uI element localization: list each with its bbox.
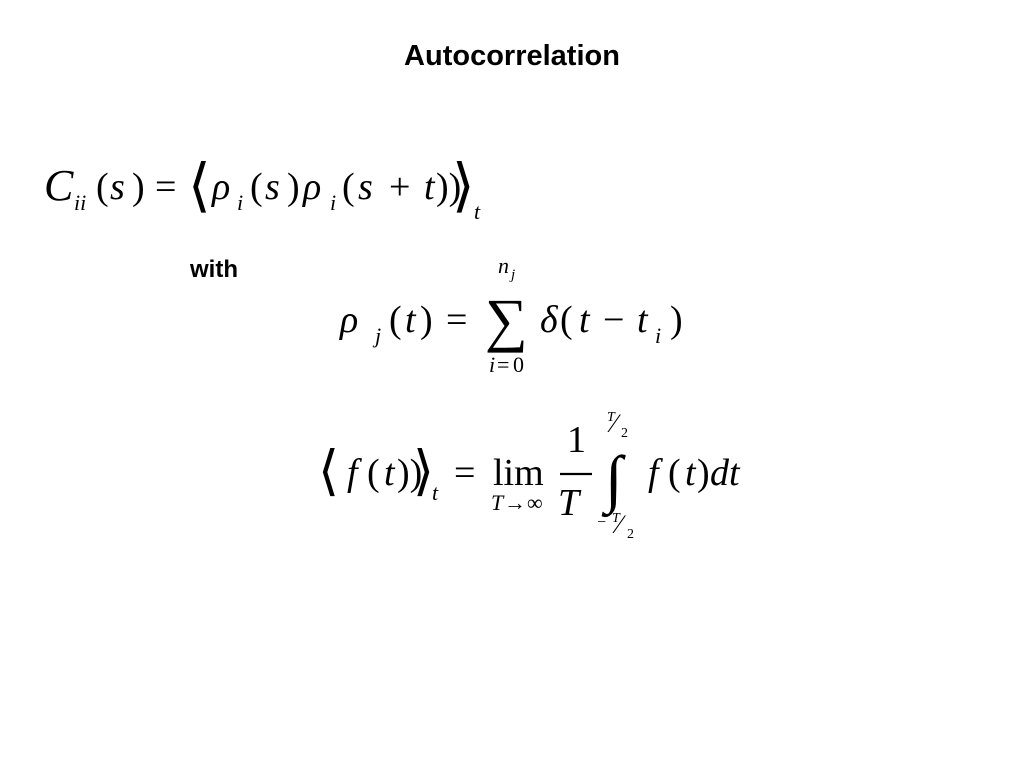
lim-subscript-arrow: →	[504, 490, 526, 515]
lower-limit-T: T	[612, 511, 621, 526]
lim-operator: lim	[493, 452, 544, 494]
left-angle-bracket-1: ⟨	[188, 153, 211, 218]
ti-subscript: i	[655, 323, 661, 348]
sum-lower-zero: 0	[513, 352, 524, 377]
c-symbol: C	[44, 161, 74, 210]
equals-sign-1: =	[155, 166, 176, 208]
rho-2: ρ	[302, 166, 321, 208]
lhs-close-paren: )	[132, 166, 145, 208]
delta-close-paren: )	[670, 299, 683, 341]
average-subscript-t-3: t	[432, 480, 439, 505]
sum-lower-equals: =	[497, 352, 509, 377]
equals-sign-2: =	[446, 299, 467, 341]
sum-upper-n: n	[498, 253, 509, 278]
f-arg-t: t	[384, 452, 396, 494]
autocorrelation-equation: C ii ( s ) = ⟨ ρ i ( s ) ρ i ( s + t )) …	[44, 153, 481, 224]
average-subscript-t: t	[474, 199, 481, 224]
upper-limit-T: T	[607, 410, 616, 425]
equals-sign-3: =	[454, 452, 475, 494]
integrand-f: f	[648, 452, 663, 494]
arg2-var-t: t	[424, 166, 436, 208]
spike-train-equation: ρ j ( t ) = ∑ n j i = 0 δ ( t − t i )	[339, 253, 683, 377]
rho-1: ρ	[211, 166, 230, 208]
minus-sign: −	[603, 299, 624, 341]
lower-limit-2: 2	[627, 527, 634, 542]
plus-sign: +	[389, 166, 410, 208]
delta-open-paren: (	[560, 299, 573, 341]
sum-upper-n-subscript: j	[509, 267, 515, 283]
c-subscript: ii	[74, 190, 86, 215]
f-symbol: f	[347, 452, 362, 494]
rho-open-paren: (	[389, 299, 402, 341]
delta-arg-t: t	[579, 299, 591, 341]
integrand-dt: dt	[710, 452, 741, 494]
left-angle-bracket-3: ⟨	[318, 441, 339, 501]
arg1-close-paren: )	[287, 166, 300, 208]
delta-symbol: δ	[540, 299, 559, 341]
arg2-open-paren: (	[342, 166, 355, 208]
rho-1-subscript: i	[237, 190, 243, 215]
delta-arg-ti: t	[637, 299, 649, 341]
integrand-close-paren: )	[697, 452, 710, 494]
arg2-var-s: s	[358, 166, 373, 208]
rho-j-subscript: j	[372, 323, 381, 348]
arg2-close-parens: ))	[436, 166, 461, 208]
integrand-t: t	[685, 452, 697, 494]
time-average-equation: ⟨ f ( t )) ⟩ t = lim T → ∞ 1 T ∫ T ⁄ 2 −…	[318, 409, 741, 542]
right-angle-bracket-3: ⟩	[413, 441, 434, 501]
right-angle-bracket-1: ⟩	[452, 153, 475, 218]
arg1-var-s: s	[265, 166, 280, 208]
lim-subscript-infinity: ∞	[527, 490, 543, 515]
integral-sign: ∫	[601, 443, 626, 518]
with-label: with	[190, 256, 238, 283]
summation-sign: ∑	[485, 287, 528, 353]
arg1-open-paren: (	[250, 166, 263, 208]
lim-subscript-T: T	[491, 490, 505, 515]
lhs-open-paren: (	[96, 166, 109, 208]
slide-title: Autocorrelation	[404, 40, 620, 72]
rho-2-subscript: i	[330, 190, 336, 215]
f-open-paren: (	[367, 452, 380, 494]
rho-j: ρ	[339, 299, 358, 341]
f-close-parens: ))	[397, 452, 422, 494]
fraction-numerator: 1	[567, 419, 586, 461]
rho-arg-t: t	[405, 299, 417, 341]
integrand-open-paren: (	[668, 452, 681, 494]
lhs-var-s: s	[110, 166, 125, 208]
rho-close-paren: )	[420, 299, 433, 341]
sum-lower-i: i	[489, 352, 495, 377]
lower-limit-minus: −	[597, 514, 606, 531]
upper-limit-2: 2	[621, 426, 628, 441]
fraction-denominator: T	[558, 482, 582, 524]
